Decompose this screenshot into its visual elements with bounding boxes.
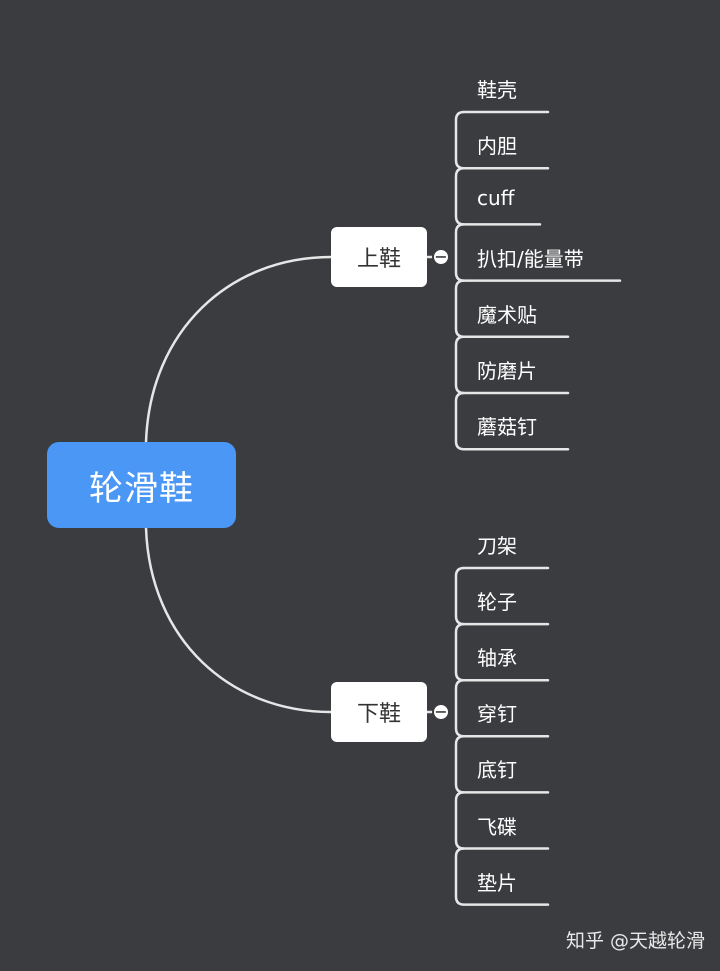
minus-icon: − (434, 247, 448, 266)
leaf-node[interactable]: 轮子 (477, 590, 517, 615)
leaf-node[interactable]: 魔术贴 (477, 302, 537, 327)
leaf-node[interactable]: 飞碟 (477, 814, 517, 839)
leaf-node[interactable]: 穿钉 (477, 702, 517, 727)
leaf-node[interactable]: 防磨片 (477, 359, 537, 383)
collapse-toggle-upper[interactable]: − (432, 248, 450, 266)
watermark: 知乎 @天越轮滑 (566, 930, 706, 952)
branch-node-lower[interactable]: 下鞋 (331, 682, 427, 742)
leaf-node[interactable]: 刀架 (477, 534, 517, 558)
leaf-node[interactable]: 底钉 (477, 758, 517, 783)
leaf-node[interactable]: 垫片 (477, 870, 517, 895)
leaf-node[interactable]: 蘑菇钉 (477, 415, 537, 440)
leaf-node[interactable]: 轴承 (477, 646, 517, 671)
collapse-toggle-lower[interactable]: − (432, 703, 450, 721)
minus-icon: − (434, 702, 448, 721)
root-label: 轮滑鞋 (89, 468, 194, 509)
root-to-lower-connector (144, 526, 333, 714)
branch-label-upper: 上鞋 (356, 247, 401, 272)
leaf-node[interactable]: 扒扣/能量带 (477, 246, 584, 271)
leaf-bracket (454, 847, 550, 906)
branch-node-upper[interactable]: 上鞋 (331, 227, 427, 287)
root-to-upper-connector (144, 255, 333, 444)
leaf-node[interactable]: 鞋壳 (477, 78, 517, 102)
branch-label-lower: 下鞋 (356, 702, 401, 727)
leaf-node[interactable]: 内胆 (477, 134, 517, 159)
leaf-node[interactable]: cuff (477, 186, 515, 211)
root-node[interactable]: 轮滑鞋 (47, 442, 236, 528)
leaf-bracket (454, 391, 570, 451)
